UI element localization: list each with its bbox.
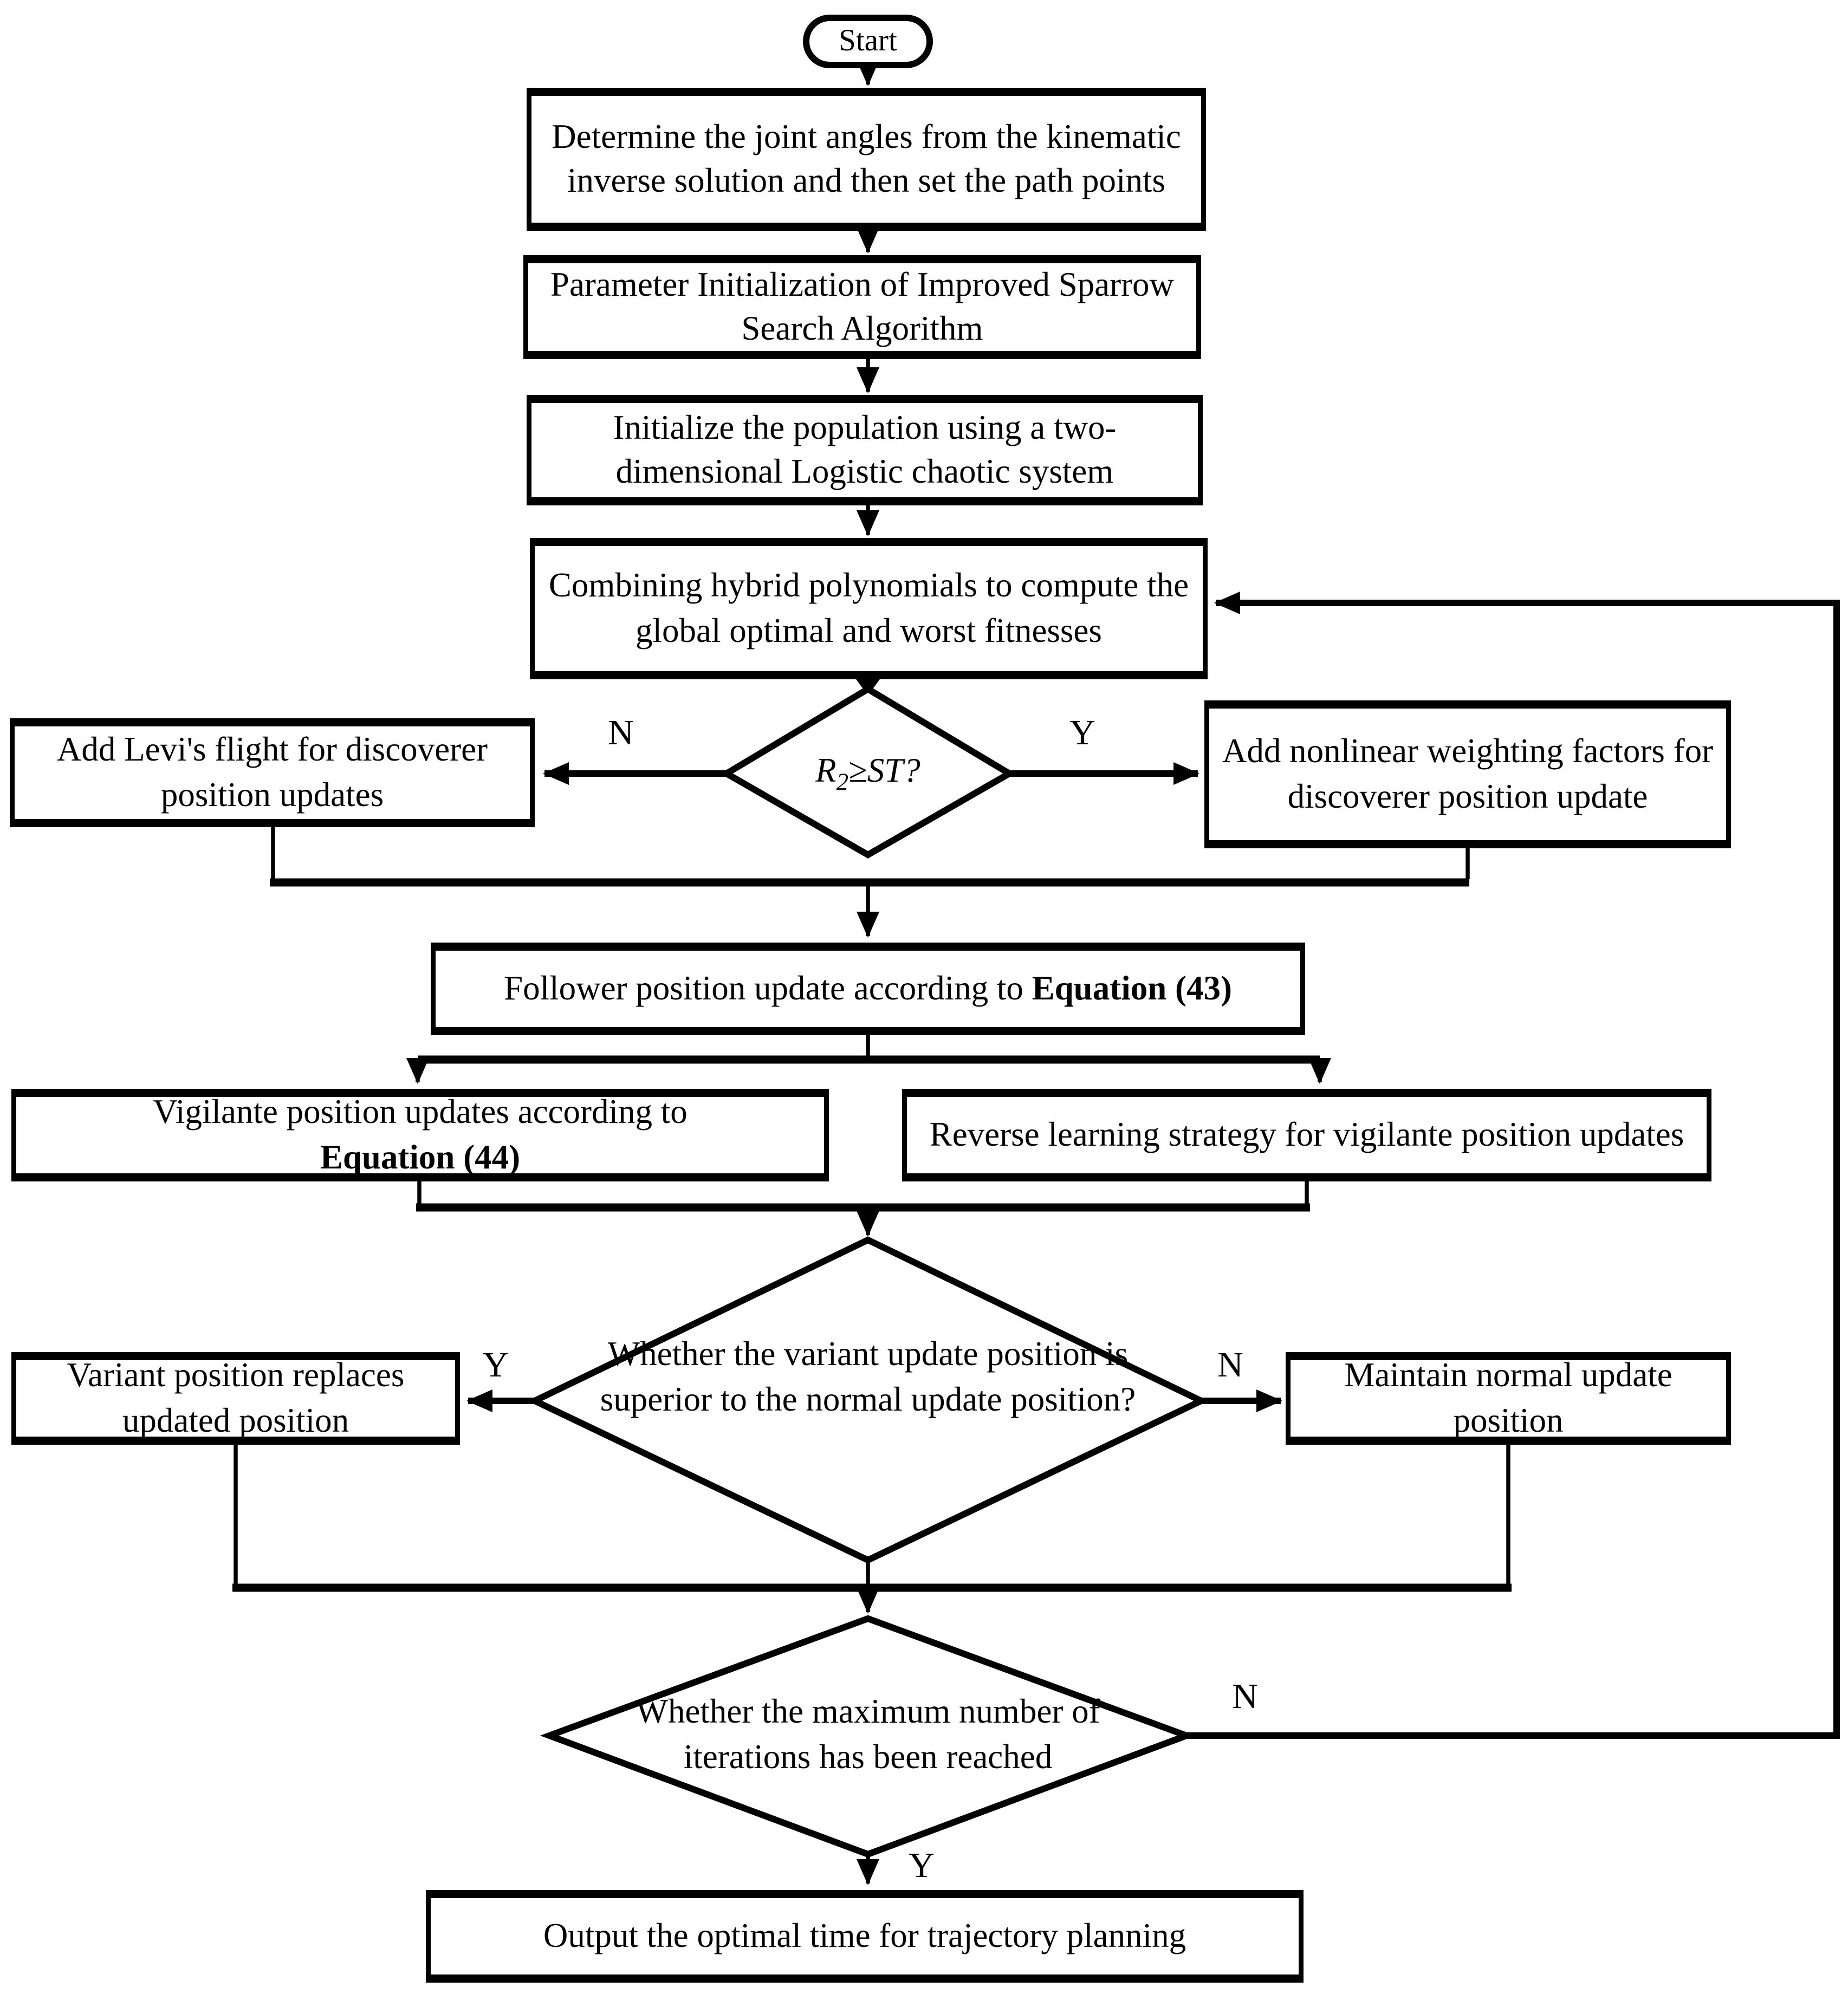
label-variant-no: N — [1217, 1344, 1243, 1385]
node-follower-update: Follower position update according to Eq… — [431, 943, 1305, 1035]
vigilante-prefix: Vigilante position updates according to — [153, 1092, 688, 1132]
node-determine-joint-angles: Determine the joint angles from the kine… — [527, 88, 1206, 231]
follower-update-label: Follower position update according to Eq… — [504, 967, 1232, 1011]
label-iterations-yes: Y — [909, 1844, 935, 1885]
node-output: Output the optimal time for trajectory p… — [426, 1890, 1304, 1983]
node-variant-replaces: Variant position replaces updated positi… — [11, 1352, 460, 1445]
combine-fitness-label: Combining hybrid polynomials to compute … — [548, 566, 1189, 649]
r2-op: ≥ST? — [848, 751, 920, 790]
edge-iterations-no-feedback — [1186, 592, 1840, 1739]
vigilante-equation-ref: Equation (44) — [320, 1136, 521, 1176]
follower-prefix: Follower position update according to — [504, 968, 1032, 1008]
determine-label: Determine the joint angles from the kine… — [552, 116, 1181, 200]
start-label: Start — [839, 23, 897, 58]
label-variant-yes: Y — [483, 1344, 509, 1385]
label-r2-yes: Y — [1069, 712, 1095, 752]
node-levi-flight: Add Levi's flight for discoverer positio… — [10, 718, 535, 827]
follower-equation-ref: Equation (43) — [1032, 968, 1232, 1008]
maintain-normal-label: Maintain normal update position — [1344, 1355, 1672, 1439]
label-iterations-no: N — [1232, 1675, 1258, 1716]
output-label: Output the optimal time for trajectory p… — [543, 1915, 1186, 1955]
reverse-learning-label: Reverse learning strategy for vigilante … — [929, 1114, 1684, 1154]
decision-r2-label: R2≥ST? — [770, 749, 965, 801]
vigilante-update-label: Vigilante position updates according to … — [153, 1091, 688, 1180]
param-init-label: Parameter Initialization of Improved Spa… — [550, 264, 1175, 348]
node-parameter-initialization: Parameter Initialization of Improved Spa… — [523, 255, 1201, 359]
r2-sub: 2 — [836, 770, 849, 797]
decision-variant-label: Whether the variant update position is s… — [600, 1334, 1136, 1419]
node-start: Start — [803, 15, 933, 68]
decision-iterations-label: Whether the maximum number of iterations… — [636, 1692, 1100, 1776]
r2-var: R — [815, 751, 837, 790]
node-combine-fitness: Combining hybrid polynomials to compute … — [530, 538, 1208, 679]
nonlinear-weight-label: Add nonlinear weighting factors for disc… — [1222, 731, 1714, 815]
node-vigilante-update: Vigilante position updates according to … — [11, 1089, 829, 1181]
levi-flight-label: Add Levi's flight for discoverer positio… — [56, 730, 488, 814]
node-maintain-normal: Maintain normal update position — [1286, 1352, 1731, 1445]
variant-replaces-label: Variant position replaces updated positi… — [67, 1355, 405, 1439]
node-nonlinear-weighting: Add nonlinear weighting factors for disc… — [1204, 700, 1731, 848]
node-reverse-learning: Reverse learning strategy for vigilante … — [902, 1089, 1711, 1181]
label-r2-no: N — [608, 712, 634, 752]
decision-r2-diamond — [720, 685, 1016, 859]
init-population-label: Initialize the population using a two-di… — [613, 407, 1117, 491]
node-initialize-population: Initialize the population using a two-di… — [527, 395, 1203, 505]
